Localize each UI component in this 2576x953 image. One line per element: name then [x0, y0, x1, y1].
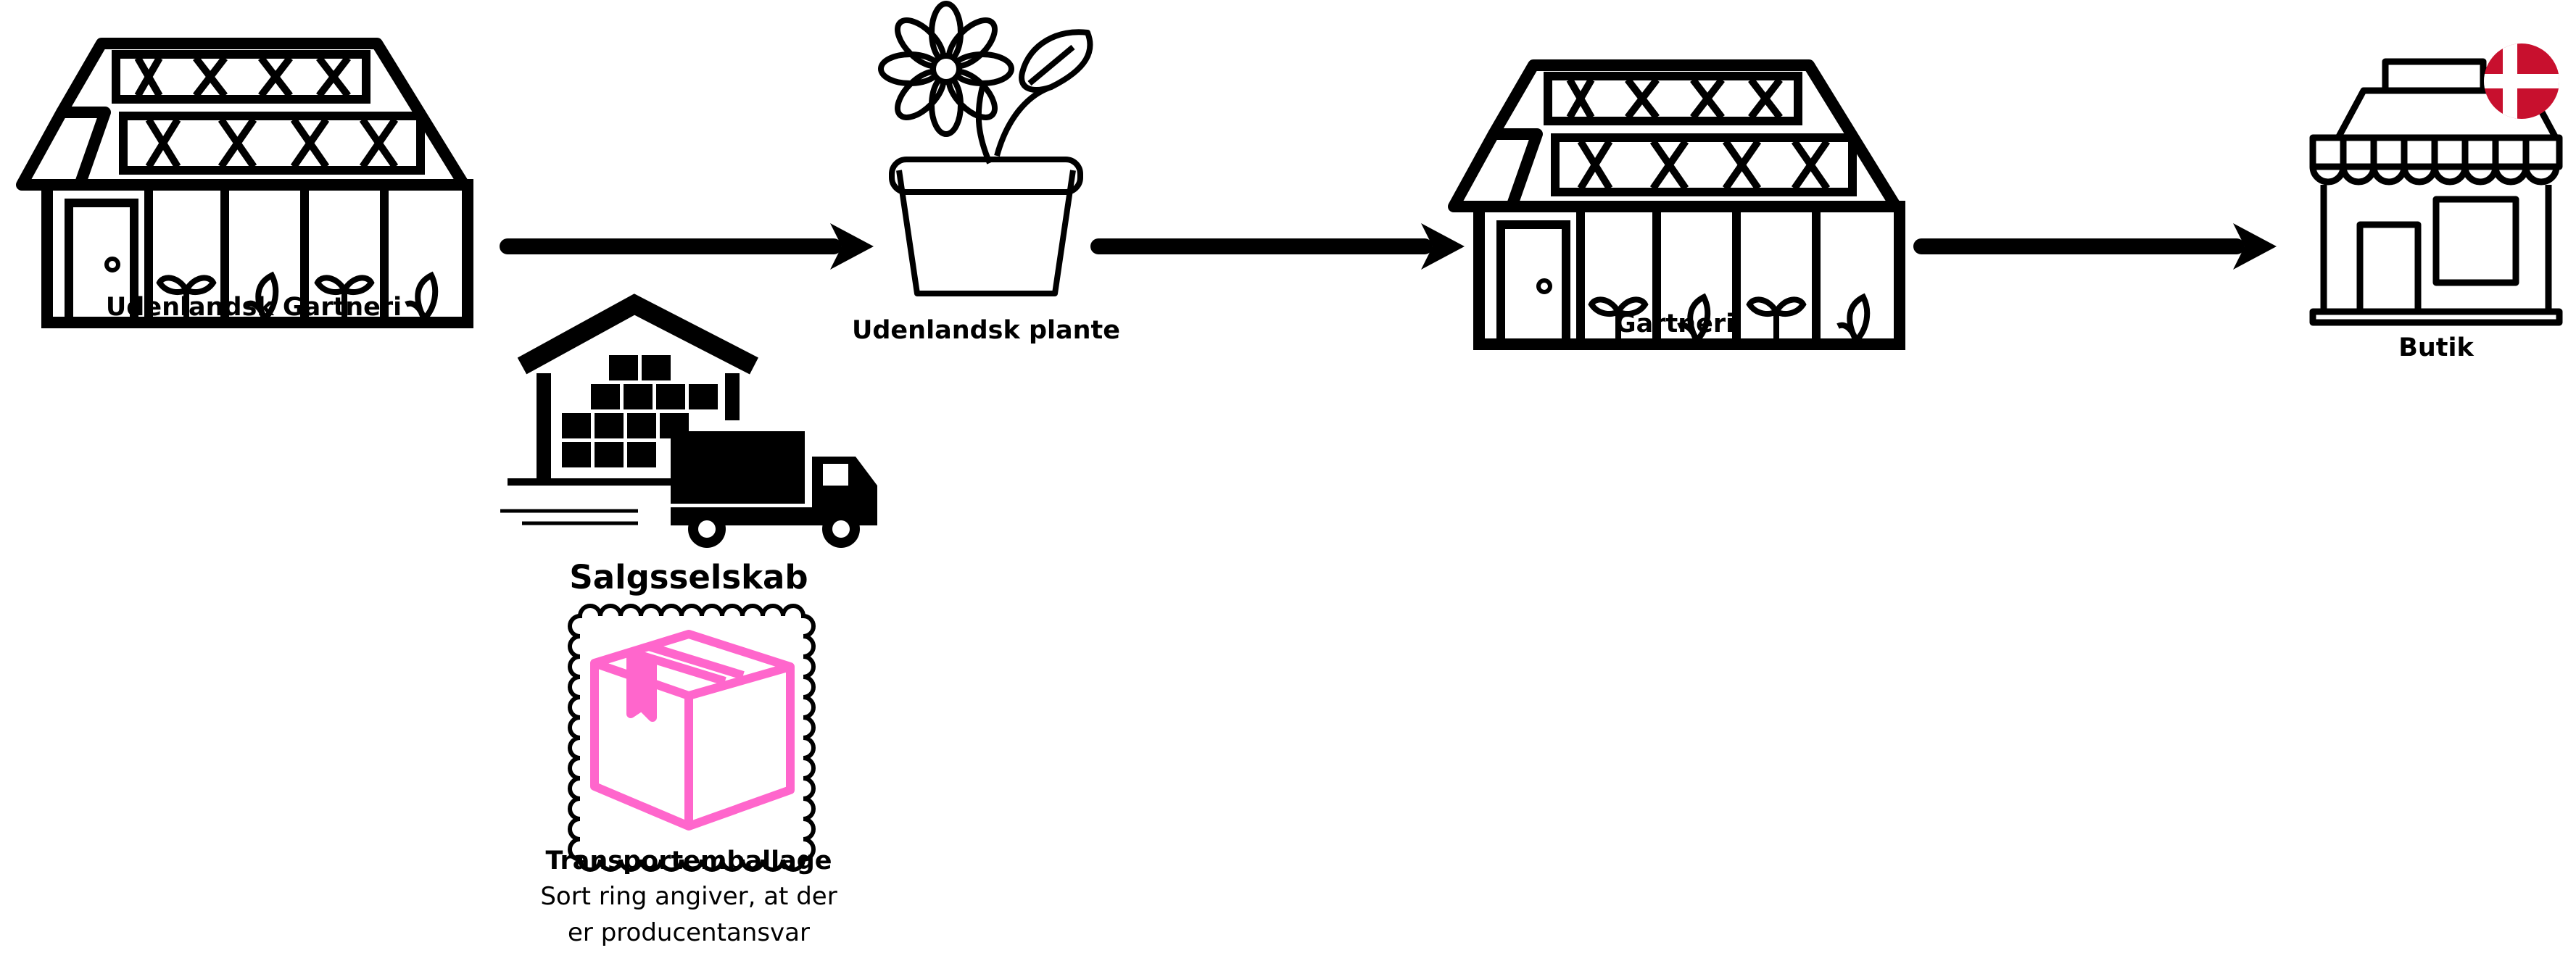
label-shop: Butik	[2398, 333, 2474, 362]
warehouse-truck-icon	[500, 294, 877, 548]
arrow-2	[1090, 223, 1465, 270]
packaging-description-line-1: Sort ring angiver, at der	[540, 882, 837, 911]
stamp-border	[568, 604, 816, 872]
greenhouse-icon-foreign	[22, 43, 471, 322]
packaging-description-line-2: er producentansvar	[568, 918, 810, 947]
label-foreign-nursery: Udenlandsk Gartneri	[105, 293, 402, 322]
shop-icon	[2309, 58, 2563, 326]
arrow-1	[500, 223, 874, 270]
label-nursery: Gartneri	[1615, 309, 1735, 338]
package-box-icon	[590, 630, 795, 831]
label-sales-company: Salgsselskab	[569, 558, 808, 596]
greenhouse-icon-domestic	[1454, 65, 1903, 344]
packaging-description: Sort ring angiver, at der er producentan…	[471, 878, 906, 951]
potted-flower-icon	[878, 1, 1093, 296]
label-packaging: Transportemballage	[545, 846, 832, 875]
denmark-flag-icon	[2484, 43, 2559, 119]
label-foreign-plant: Udenlandsk plante	[851, 316, 1121, 345]
arrow-3	[1913, 223, 2277, 270]
